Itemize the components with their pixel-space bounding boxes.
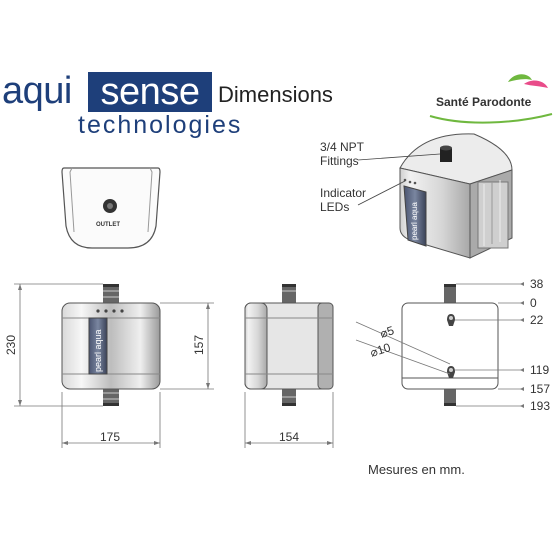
leds-callout: Indicator LEDs	[320, 186, 366, 214]
dim-width-side: 154	[279, 430, 300, 444]
fittings-callout-line-1: 3/4 NPT	[320, 140, 365, 154]
brand-logo-aqui: aqui	[2, 70, 72, 112]
dim-height-body: 157	[192, 334, 207, 356]
units-note: Mesures en mm.	[368, 462, 465, 477]
fitting-icon	[440, 148, 452, 162]
side-view	[244, 284, 334, 406]
page-title: Dimensions	[218, 82, 333, 107]
scale-label: 22	[530, 313, 544, 327]
leaf-icon	[508, 74, 532, 82]
perspective-brand-text: pearl aqua	[410, 202, 419, 240]
scale-label: 38	[530, 277, 544, 291]
front-view	[61, 284, 161, 406]
top-view	[61, 167, 161, 249]
dim-width-front: 175	[100, 430, 121, 444]
leaf-icon	[524, 80, 548, 88]
scale-label: 157	[530, 382, 551, 396]
leds-callout-line-2: LEDs	[320, 200, 350, 214]
perspective-view	[399, 133, 513, 259]
partner-logo-text: Santé Parodonte	[436, 95, 532, 109]
sante-parodonte-logo	[429, 74, 553, 124]
front-brand-text: pearl aqua	[93, 329, 103, 372]
dim-height-total: 230	[4, 334, 19, 356]
brand-logo-technologies: technologies	[78, 111, 243, 139]
back-view	[401, 284, 499, 406]
outlet-label: OUTLET	[96, 222, 120, 228]
dimension-arrows	[18, 282, 524, 445]
scale-label: 119	[530, 363, 550, 377]
fittings-callout-line-2: Fittings	[320, 154, 359, 168]
brand-logo-sense: sense	[88, 72, 212, 112]
scale-label: 193	[530, 399, 551, 413]
scale-label: 0	[530, 296, 537, 310]
dimension-lines	[14, 283, 524, 448]
leds-callout-line-1: Indicator	[320, 186, 367, 200]
fittings-callout: 3/4 NPT Fittings	[320, 140, 364, 168]
